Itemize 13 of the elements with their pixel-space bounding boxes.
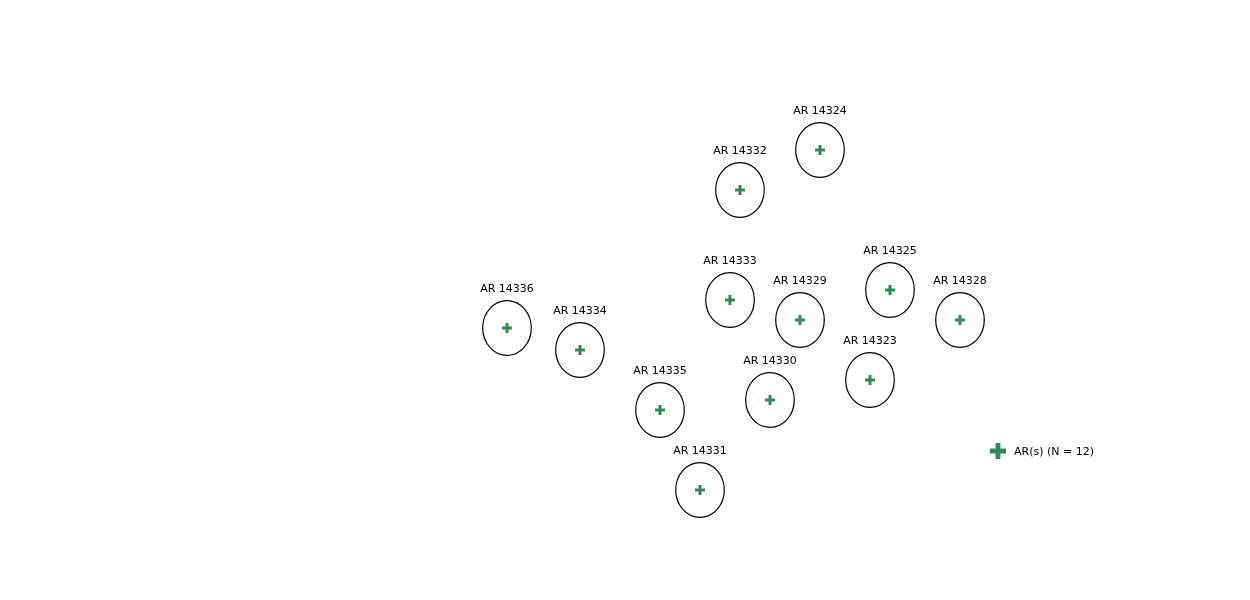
region-label: AR 14325	[862, 244, 918, 257]
region-label: AR 14323	[842, 334, 898, 347]
region-label: AR 14324	[792, 104, 848, 117]
legend-label: AR(s) (N = 12)	[1014, 444, 1094, 458]
region-label: AR 14333	[702, 254, 758, 267]
region-label: AR 14328	[932, 274, 988, 287]
region-label: AR 14336	[479, 282, 535, 295]
region-label: AR 14330	[742, 354, 798, 367]
region-label: AR 14334	[552, 304, 608, 317]
region-label: AR 14331	[672, 444, 728, 457]
region-label: AR 14332	[712, 144, 768, 157]
region-label: AR 14335	[632, 364, 688, 377]
region-label: AR 14329	[772, 274, 828, 287]
